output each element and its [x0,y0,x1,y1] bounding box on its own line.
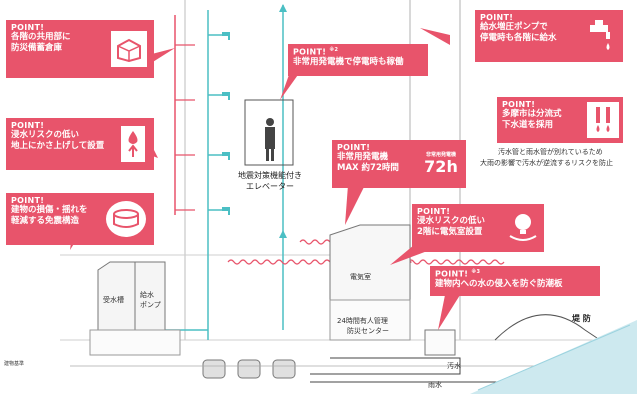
pipes-drops-icon [586,101,620,139]
footnote-mark: ※3 [471,269,481,275]
red-pipe-branches [175,44,195,211]
callout-line: 非常用発電機 [337,152,389,162]
elevator-car [244,99,294,166]
callout-line: 非常用発電機で停電時も稼働 [293,56,404,67]
levee [494,314,601,341]
water-tank-label: 受水槽 [103,296,124,304]
water-up-icon [120,125,146,163]
callout-pump: POINT! 給水増圧ポンプで 停電時も各階に給水 [475,10,623,62]
callout-pointer [148,48,175,65]
callout-point-text: POINT! [293,47,327,57]
faucet-icon [222,32,230,215]
callout-point-label: POINT! ※3 [435,269,595,279]
callout-point-label: POINT! [11,121,45,130]
callout-point-label: POINT! [417,207,451,216]
callout-line: 停電時も各階に給水 [480,33,557,43]
callout-pointer [420,28,450,45]
badge-value: 72h [424,157,458,176]
callout-line: 建物の損傷・揺れを [11,205,88,215]
callout-line: 建物内への水の侵入を防ぐ防潮板 [435,278,563,289]
callout-floodgate: POINT! ※3 建物内への水の侵入を防ぐ防潮板 [430,266,600,296]
floodgate-block [424,329,456,356]
elevator-label: エレベーター [246,182,294,191]
levee-label: 堤 防 [572,314,591,323]
generator-72h-badge: 非常用発電機 72h [420,142,462,184]
callout-line: 多摩市は分流式 [502,109,562,119]
tank-box [97,261,166,331]
callout-point-label: POINT! [337,143,371,152]
rainwater-label: 雨水 [428,381,442,389]
footnote-mark: ※2 [329,47,339,53]
callout-point-label: POINT! [480,13,514,22]
callout-line: 軽減する免震構造 [11,216,80,226]
disaster-center-box [329,299,411,341]
callout-line: MAX 約72時間 [337,163,399,173]
pump-label: ポンプ [140,301,161,309]
callout-line: 各階の共用部に [11,32,71,42]
callout-line: 給水増圧ポンプで [480,22,548,32]
sewer-note-line: 大雨の影響で汚水が逆流するリスクを防止 [480,159,613,167]
callout-pointer [280,72,300,100]
isolator-icon [105,200,147,238]
person-icon [265,118,275,161]
wastewater-label: 汚水 [447,362,461,370]
disaster-center-label: 防災センター [347,327,389,335]
callout-generator-elevator: POINT! ※2 非常用発電機で停電時も稼働 [288,44,428,76]
elevator-label: 地震対策機能付き [238,171,302,180]
callout-line: 浸水リスクの低い [11,130,80,140]
water-branches [208,34,225,211]
callout-point-label: POINT! ※2 [293,47,423,57]
callout-electric-room: POINT! 浸水リスクの低い 2階に電気室設置 [412,204,544,252]
callout-line: 浸水リスクの低い [417,216,486,226]
callout-pointer [438,295,460,330]
storage-box-icon [110,30,148,68]
callout-line: 下水道を採用 [502,120,554,130]
callout-point-text: POINT! [435,269,469,279]
wastewater-pipe [310,357,461,375]
badge-caption: 非常用発電機 [425,152,456,158]
callout-pointer [345,185,365,225]
sewer-note-line: 汚水管と雨水管が別れているため [498,148,603,156]
seismic-isolator [202,359,296,379]
disaster-center-label: 24時間有人管理 [337,317,388,325]
lightbulb-hand-icon [506,208,540,246]
tank-base [89,329,181,356]
faucet-icon [584,15,618,57]
callout-line: 2階に電気室設置 [417,227,483,237]
callout-line: 地上にかさ上げして設置 [11,141,105,151]
callout-point-label: POINT! [11,23,45,32]
river-ripple [477,324,631,391]
pump-label: 給水 [140,291,154,299]
base-level-label: 建物基準 [4,361,25,367]
callout-line: 防災備蓄倉庫 [11,43,63,53]
callout-point-label: POINT! [502,100,536,109]
electric-room-label: 電気室 [350,273,371,281]
callout-point-label: POINT! [11,196,45,205]
